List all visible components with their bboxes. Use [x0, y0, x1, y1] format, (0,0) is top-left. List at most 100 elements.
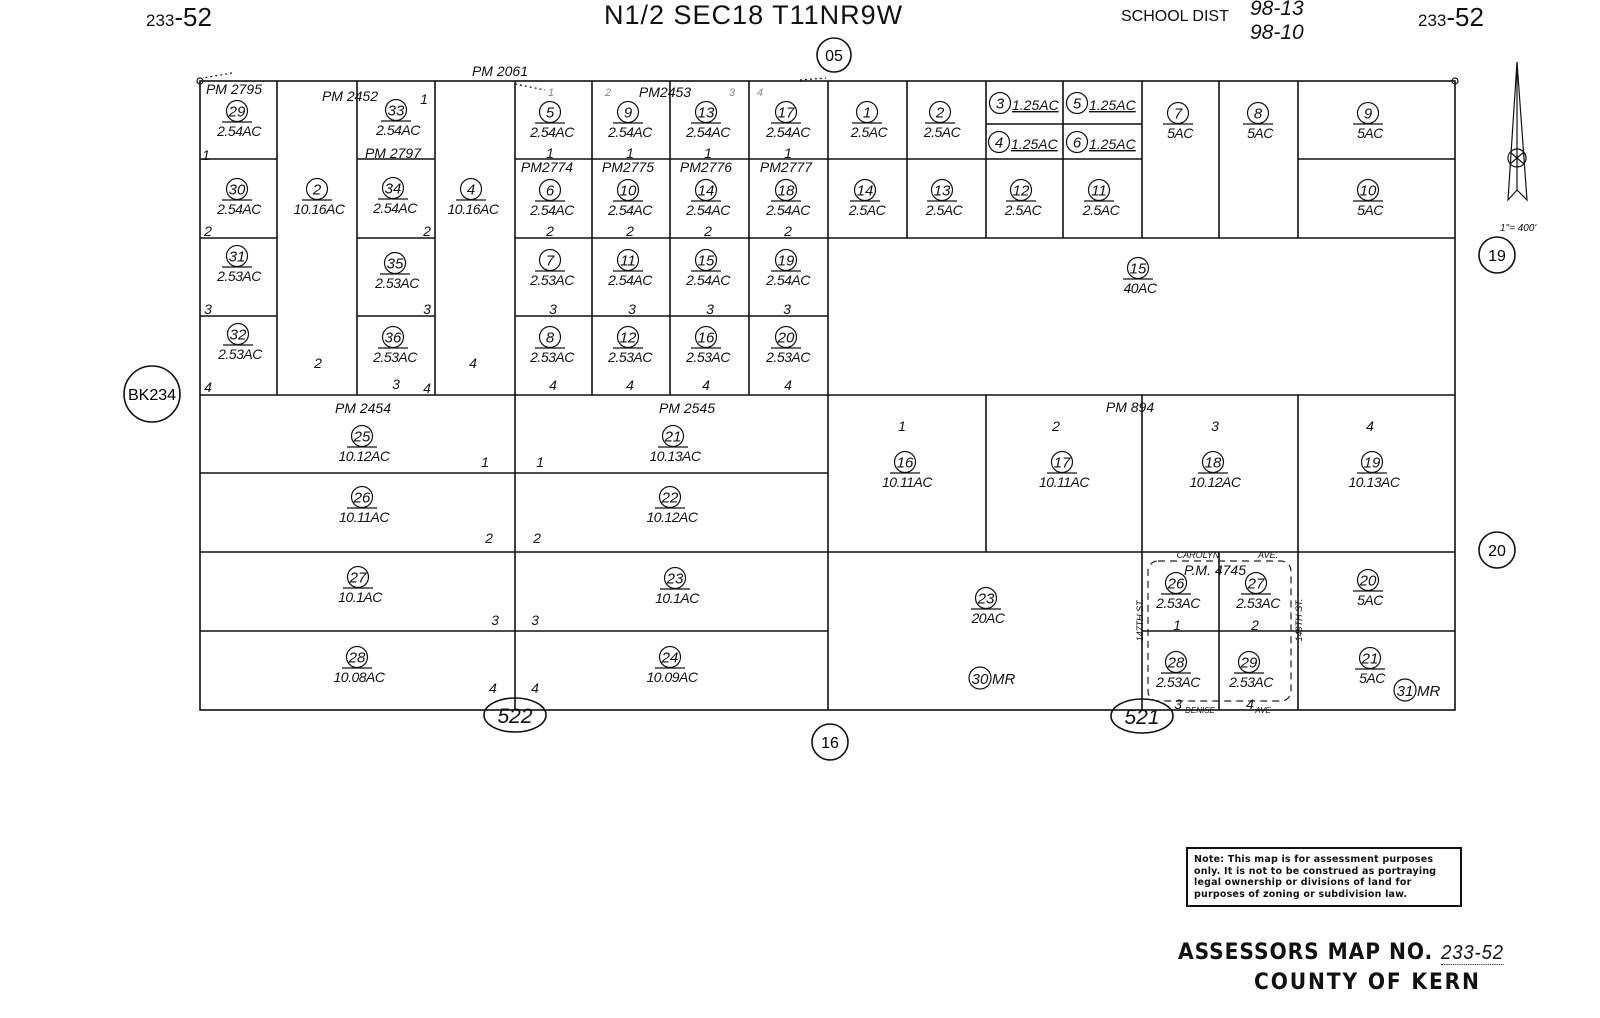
lot-number: 3 — [423, 301, 431, 317]
parcel-number: 9 — [1364, 106, 1373, 123]
south-left-book-marker: 522 — [497, 705, 532, 728]
parcel-number: 8 — [1254, 106, 1263, 123]
school-district-value-1: 98-13 — [1250, 0, 1304, 20]
parcel-acreage: 2.53AC — [1235, 595, 1281, 611]
lot-number: 3 — [491, 612, 499, 628]
parcel-acreage: 2.54AC — [685, 202, 731, 218]
parcel-acreage: 2.53AC — [374, 275, 420, 291]
parcel-number: 3 — [996, 96, 1005, 113]
parcel-number: 2 — [935, 105, 945, 122]
lot-number: 3 — [549, 301, 557, 317]
parcel-number: 1 — [863, 105, 871, 122]
parcel-acreage: 2.53AC — [216, 268, 262, 284]
lot-number: 3 — [531, 612, 539, 628]
parcel-number: 21 — [664, 429, 682, 446]
parcel-number: 36 — [385, 330, 402, 347]
lot-number: 3 — [729, 87, 736, 99]
parcel-number: 17 — [1054, 455, 1071, 472]
parcel-acreage: 5AC — [1247, 125, 1274, 141]
parcel-number: 26 — [353, 490, 371, 507]
lot-number: 4 — [784, 377, 792, 393]
parcel-acreage: 2.53AC — [607, 349, 653, 365]
adjacent-south-marker: 16 — [821, 735, 839, 752]
lot-number: 1 — [704, 145, 712, 161]
parcel-number: 24 — [661, 650, 679, 667]
lot-number: 3 — [1211, 418, 1219, 434]
street-name: 147TH ST. — [1135, 599, 1145, 642]
parcel-map-label: PM 2452 — [322, 88, 378, 104]
parcel-number: 5 — [546, 105, 555, 122]
map-reference-label: MR — [1417, 683, 1440, 700]
lot-number: 2 — [532, 530, 541, 546]
lot-number: 1 — [481, 454, 489, 470]
lot-number: 1 — [546, 145, 554, 161]
map-scale: 1"= 400' — [1500, 223, 1537, 234]
right-map-number-book: 233 — [1418, 11, 1447, 30]
lot-number: 4 — [1246, 696, 1254, 712]
parcel-acreage: 40AC — [1123, 280, 1157, 296]
parcel-acreage: 5AC — [1357, 592, 1384, 608]
parcel-acreage: 2.5AC — [923, 124, 962, 140]
parcel-map-label: PM2777 — [760, 159, 813, 175]
right-map-number-page: -52 — [1446, 2, 1484, 32]
parcel-number: 20 — [777, 330, 795, 347]
parcel-acreage: 2.5AC — [1082, 202, 1121, 218]
parcel-map-label: PM2775 — [602, 159, 654, 175]
parcel-acreage: 2.54AC — [529, 124, 575, 140]
parcel-acreage: 1.25AC — [1011, 136, 1059, 152]
parcel-number: 15 — [1130, 261, 1147, 278]
lot-number: 1 — [420, 91, 428, 107]
lot-number: 3 — [204, 301, 212, 317]
assessors-map-number: ASSESSORS MAP NO. 233-52 — [1178, 940, 1504, 965]
lot-number: 3 — [706, 301, 714, 317]
parcel-acreage: 2.54AC — [765, 202, 811, 218]
lot-number: 2 — [604, 87, 611, 99]
parcel-acreage: 2.54AC — [685, 272, 731, 288]
lot-number: 2 — [1250, 617, 1259, 633]
lot-number: 1 — [536, 454, 544, 470]
lot-number: 3 — [1174, 696, 1182, 712]
parcel-number: 12 — [1013, 183, 1030, 200]
map-title: N1/2 SEC18 T11NR9W — [604, 0, 904, 30]
parcel-acreage: 10.12AC — [339, 448, 391, 464]
parcel-acreage: 5AC — [1359, 670, 1386, 686]
map-reference-number: 30 — [972, 671, 989, 688]
parcel-number: 20 — [1359, 573, 1377, 590]
parcel-number-circle — [1065, 91, 1089, 115]
lot-number: 2 — [422, 223, 431, 239]
street-name: 149TH ST. — [1294, 599, 1304, 642]
parcel-map-label: PM 894 — [1106, 399, 1154, 415]
parcel-acreage: 10.08AC — [334, 669, 386, 685]
parcel-acreage: 1.25AC — [1089, 136, 1137, 152]
parcel-acreage: 2.54AC — [765, 124, 811, 140]
map-reference-circle — [968, 666, 992, 690]
lot-number: 4 — [626, 377, 634, 393]
lot-number: 1 — [898, 418, 906, 434]
parcel-number: 4 — [995, 135, 1003, 152]
lot-number: 4 — [549, 377, 557, 393]
parcel-acreage: 10.12AC — [647, 509, 699, 525]
parcel-number: 5 — [1073, 96, 1082, 113]
parcel-acreage: 2.54AC — [685, 124, 731, 140]
map-reference-circle — [1393, 678, 1417, 702]
parcel-acreage: 2.53AC — [372, 349, 418, 365]
parcel-number: 29 — [1240, 655, 1258, 672]
parcel-number: 13 — [934, 183, 951, 200]
parcel-number: 10 — [1360, 183, 1377, 200]
north-arrow-icon — [1507, 61, 1528, 202]
parcel-map-label: PM2774 — [521, 159, 573, 175]
parcel-number: 27 — [349, 570, 367, 587]
lot-number: 4 — [1366, 418, 1374, 434]
south-right-book-marker: 521 — [1124, 706, 1159, 729]
assessment-disclaimer-note: Note: This map is for assessment purpose… — [1186, 847, 1462, 907]
school-district-value-2: 98-10 — [1250, 21, 1304, 44]
parcel-number: 21 — [1361, 651, 1379, 668]
street-name: DENISE — [1185, 706, 1215, 715]
lot-number: 2 — [545, 223, 554, 239]
lot-number: 2 — [484, 530, 493, 546]
parcel-acreage: 2.54AC — [529, 202, 575, 218]
lot-number: 1 — [784, 145, 792, 161]
left-map-number: 233-52 — [146, 2, 212, 33]
parcel-number-circle — [1065, 130, 1089, 154]
